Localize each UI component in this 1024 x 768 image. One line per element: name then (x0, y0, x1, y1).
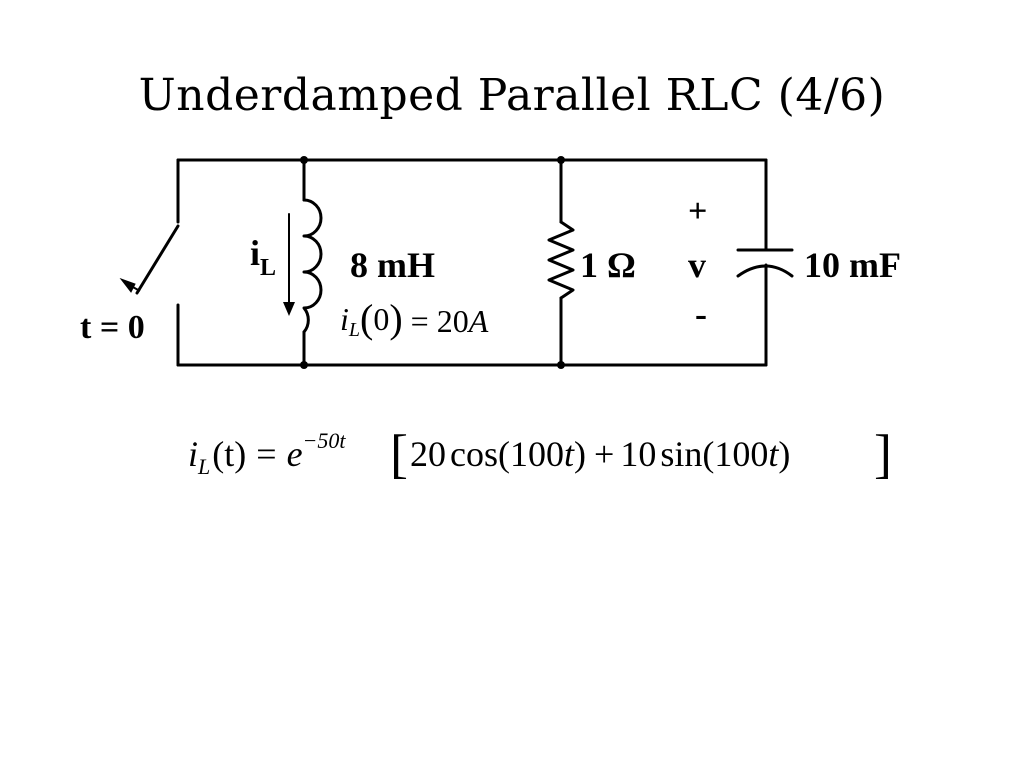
eq-term1-arg-var: t (564, 434, 575, 474)
svg-text:iL(t)=e−50t: iL(t) = e−50t (188, 428, 346, 479)
slide-title: Underdamped Parallel RLC (4/6) (138, 70, 886, 121)
eq-bracket-open: [ (390, 424, 408, 484)
eq-exp-base: e (287, 434, 303, 474)
junction-dot (300, 156, 308, 164)
voltage-symbol: v (688, 245, 706, 285)
current-arrow-head (283, 302, 295, 316)
resistor-zigzag (547, 220, 575, 300)
eq-plus: + (594, 434, 614, 474)
switch-arrow-head (119, 277, 136, 293)
inductor-coil (302, 198, 323, 334)
eq-term1-arg-open: (100 (498, 434, 564, 474)
initial-condition: iL(0)=20A (340, 296, 489, 341)
voltage-minus: - (695, 294, 707, 334)
eq-lhs-arg: (t) (212, 434, 246, 474)
eq-term1-coef: 20 (410, 434, 446, 474)
ic-rhs: 20 (437, 303, 469, 339)
capacitor-value: 10 mF (804, 245, 901, 285)
ic-argument: 0 (373, 301, 389, 337)
eq-term2-fn: sin (660, 434, 702, 474)
eq-term1-arg-close: ) (574, 434, 586, 474)
ic-equals: = (411, 303, 429, 339)
junction-dot (557, 361, 565, 369)
ic-lhs-symbol: i (340, 301, 349, 337)
eq-term2-arg-close: ) (778, 434, 790, 474)
eq-lhs-symbol: i (188, 434, 198, 474)
ic-open-paren: ( (360, 296, 373, 341)
eq-exp-power: −50t (303, 428, 347, 453)
eq-term2-arg-open: (100 (702, 434, 768, 474)
inductor-value: 8 mH (350, 245, 435, 285)
ic-lhs-subscript: L (348, 319, 360, 341)
ic-rhs-unit: A (467, 303, 489, 339)
switch-label: t = 0 (80, 309, 145, 346)
junction-dot (300, 361, 308, 369)
switch-arrow-tail (130, 285, 141, 292)
eq-equals: = (256, 434, 276, 474)
resistor-value: 1 Ω (580, 245, 636, 285)
eq-term2-arg-var: t (768, 434, 779, 474)
junction-dot (557, 156, 565, 164)
voltage-plus: + (688, 193, 707, 230)
inductor-current-symbol: i (250, 233, 260, 273)
eq-term2-coef: 10 (620, 434, 656, 474)
switch-blade (135, 224, 180, 295)
inductor-current-label: iL (250, 233, 276, 281)
eq-bracket-close: ] (874, 424, 892, 484)
inductor-current-subscript: L (260, 255, 276, 281)
eq-lhs-subscript: L (197, 454, 210, 479)
ic-close-paren: ) (389, 296, 402, 341)
eq-term1-fn: cos (450, 434, 498, 474)
